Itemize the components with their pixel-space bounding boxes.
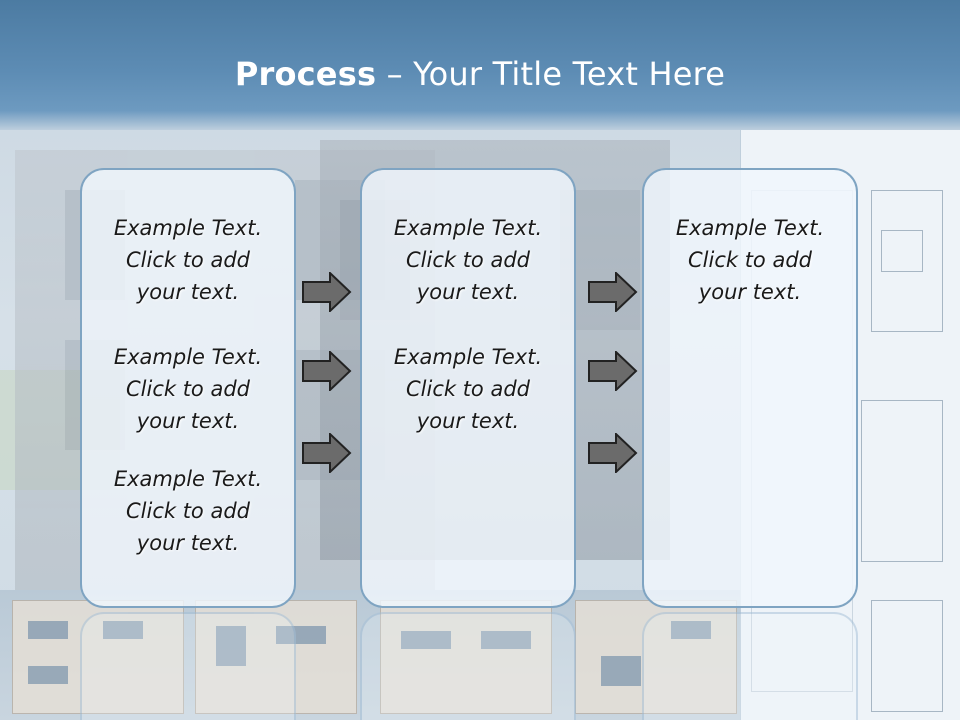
text-line: Example Text. xyxy=(113,216,263,240)
title-bar: Process – Your Title Text Here xyxy=(0,0,960,130)
text-placeholder[interactable]: Example Text. Click to add your text. xyxy=(362,341,574,437)
text-line: your text. xyxy=(136,409,240,433)
text-line: Example Text. xyxy=(393,345,543,369)
text-line: your text. xyxy=(136,531,240,555)
text-placeholder[interactable]: Example Text. Click to add your text. xyxy=(644,212,856,308)
text-line: your text. xyxy=(416,409,520,433)
text-placeholder[interactable]: Example Text. Click to add your text. xyxy=(82,341,294,437)
right-arrow-icon xyxy=(588,272,638,312)
right-arrow-icon xyxy=(302,351,352,391)
text-line: Click to add xyxy=(687,248,812,272)
text-line: Click to add xyxy=(125,248,250,272)
title-bold: Process xyxy=(234,55,377,93)
text-placeholder[interactable]: Example Text. Click to add your text. xyxy=(82,212,294,308)
text-line: your text. xyxy=(416,280,520,304)
text-line: Click to add xyxy=(125,377,250,401)
text-placeholder[interactable]: Example Text. Click to add your text. xyxy=(82,463,294,559)
right-arrow-icon xyxy=(588,433,638,473)
right-arrow-icon xyxy=(302,433,352,473)
text-line: your text. xyxy=(698,280,802,304)
text-line: Click to add xyxy=(125,499,250,523)
panel-reflection xyxy=(642,612,858,720)
slide-title[interactable]: Process – Your Title Text Here xyxy=(0,55,960,93)
text-line: Click to add xyxy=(405,248,530,272)
text-line: Example Text. xyxy=(113,467,263,491)
right-arrow-icon xyxy=(302,272,352,312)
text-placeholder[interactable]: Example Text. Click to add your text. xyxy=(362,212,574,308)
text-line: your text. xyxy=(136,280,240,304)
process-step-panel-3: Example Text. Click to add your text. xyxy=(642,168,858,608)
panel-reflection xyxy=(80,612,296,720)
text-line: Click to add xyxy=(405,377,530,401)
text-line: Example Text. xyxy=(675,216,825,240)
background-house-3 xyxy=(380,600,552,714)
process-step-panel-1: Example Text. Click to add your text. Ex… xyxy=(80,168,296,608)
text-line: Example Text. xyxy=(393,216,543,240)
right-arrow-icon xyxy=(588,351,638,391)
process-step-panel-2: Example Text. Click to add your text. Ex… xyxy=(360,168,576,608)
title-rest: – Your Title Text Here xyxy=(376,55,726,93)
panel-reflection xyxy=(360,612,576,720)
text-line: Example Text. xyxy=(113,345,263,369)
